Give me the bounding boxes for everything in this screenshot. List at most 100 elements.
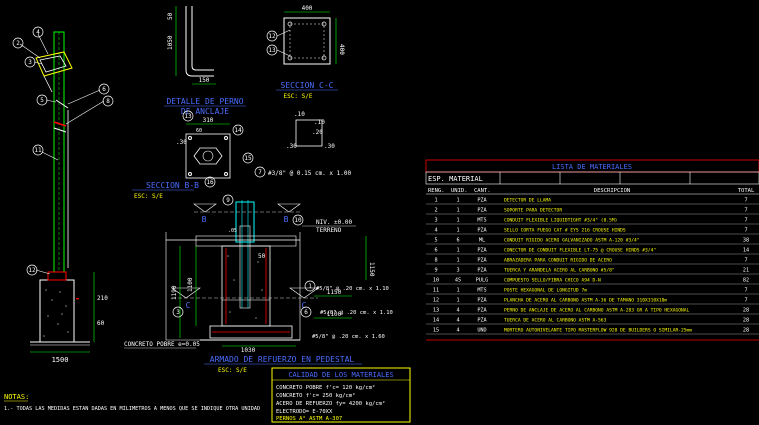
table-cell: 28: [743, 328, 749, 334]
table-cell: 45: [455, 278, 461, 284]
table-cell: 1: [456, 298, 459, 304]
table-cell: 7: [744, 288, 747, 294]
section-mark-c2: C: [302, 301, 307, 310]
table-cell: 3: [456, 268, 459, 274]
table-cell: PULG: [476, 278, 489, 284]
quality-line-4: ELECTRODO= E-70XX: [276, 409, 333, 415]
seccion-c-scale: ESC: S/E: [284, 93, 313, 100]
perno-title-1: DETALLE DE PERNO: [166, 97, 243, 106]
table-cell: POSTE HEXAGONAL DE LONGITUD 7m: [504, 288, 587, 294]
callout-11: 11: [34, 147, 42, 154]
table-cell: 28: [743, 308, 749, 314]
notes: NOTAS: 1.- TODAS LAS MEDIDAS ESTAN DADAS…: [4, 393, 260, 412]
callout-16-bb: 16: [206, 179, 214, 186]
dim-1030: 1030: [241, 347, 256, 354]
pedestal-scale: ESC: S/E: [218, 367, 247, 374]
table-cell: 7: [744, 228, 747, 234]
table-cell: 6: [434, 248, 437, 254]
dim-50b: 50: [258, 253, 266, 260]
table-cell: PZA: [477, 258, 487, 264]
perno-title-2: DE ANCLAJE: [181, 107, 229, 116]
table-cell: 4: [456, 308, 459, 314]
table-cell: PZA: [477, 308, 487, 314]
table-cell: 1: [434, 198, 437, 204]
materials-title: LISTA DE MATERIALES: [552, 163, 632, 171]
table-cell: 6: [456, 238, 459, 244]
table-cell: CONDUIT RIGIDO ACERO GALVANIZADO ASTM A-…: [504, 238, 640, 244]
table-cell: PZA: [477, 198, 487, 204]
dim-210: 210: [97, 295, 108, 302]
esp-material-label: ESP. MATERIAL: [428, 175, 483, 183]
section-mark-c1: C: [186, 301, 191, 310]
table-cell: PZA: [477, 318, 487, 324]
table-cell: SOPORTE PARA DETECTOR: [504, 208, 562, 214]
callout-7-bb: 7: [258, 169, 262, 176]
table-cell: TUERCA Y ARANDELA ACERO AL CARBONO #5/8": [504, 268, 615, 274]
col-descripcion: DESCRIPCION: [594, 188, 630, 194]
callout-6: 6: [102, 86, 106, 93]
terreno-label: TERRENO: [316, 227, 342, 234]
table-cell: 1: [456, 288, 459, 294]
table-cell: 28: [743, 318, 749, 324]
dim-50: 50: [167, 12, 174, 20]
table-cell: 14: [433, 318, 439, 324]
table-cell: 4: [456, 328, 459, 334]
table-cell: SELLO CORTA FUEGO CAT # EYS 216 CROUSE H…: [504, 228, 626, 234]
table-cell: 5: [434, 238, 437, 244]
table-cell: PZA: [477, 298, 487, 304]
callout-14-bb: 14: [234, 127, 242, 134]
callout-12-plate: 12: [268, 33, 276, 40]
quality-box: CALIDAD DE LOS MATERIALES CONCRETO POBRE…: [271, 367, 411, 423]
perno-detail: 50 1050 150 DETALLE DE PERNO DE ANCLAJE: [164, 6, 246, 116]
table-cell: 7: [744, 218, 747, 224]
callout-circles: 2 4 3 5 11 6 8 12: [12, 26, 114, 276]
table-cell: 7: [744, 258, 747, 264]
callout-3-ped: 3: [176, 309, 180, 316]
dim-30-bb: .30: [176, 139, 187, 146]
table-cell: 4: [434, 228, 437, 234]
dim-400-side: 400: [338, 44, 345, 55]
table-cell: 15: [433, 328, 439, 334]
section-mark-b1: B: [202, 215, 207, 224]
table-cell: PZA: [477, 228, 487, 234]
table-cell: PZA: [477, 208, 487, 214]
quality-title: CALIDAD DE LOS MATERIALES: [288, 371, 393, 379]
callout-5: 5: [40, 97, 44, 104]
callout-10-ped: 10: [294, 217, 302, 224]
rebar-note-2: #5/8" @ .20 cm. x 1.10: [316, 286, 389, 292]
table-cell: MTS: [477, 288, 486, 294]
callout-9-ped: 9: [226, 197, 230, 204]
table-cell: 14: [743, 248, 749, 254]
dim-1150b: 1150: [368, 262, 375, 277]
dim-150: 150: [199, 77, 210, 84]
svg-text:▬: ▬: [76, 296, 79, 302]
callout-13-plate: 13: [268, 47, 276, 54]
dim-10b: .10: [314, 119, 325, 126]
table-cell: MTS: [477, 218, 486, 224]
callout-8: 8: [106, 98, 110, 105]
table-cell: MORTERO AUTONIVELANTE TIPO MASTERFLOW 92…: [504, 328, 692, 334]
callout-1-ped: 1: [308, 283, 312, 290]
plate-top-view: 400 400 12 13 SECCION C-C ESC: S/E: [266, 5, 345, 100]
table-cell: 1: [456, 208, 459, 214]
dim-05: .05: [228, 228, 237, 234]
table-cell: 1: [456, 218, 459, 224]
seccion-b-title: SECCION B-B: [146, 181, 199, 190]
table-cell: 13: [433, 308, 439, 314]
col-unid: UNID.: [451, 188, 468, 194]
table-cell: CONDUIT FLEXIBLE LIQUIDTIGHT #3/4" (0.5M…: [504, 218, 617, 224]
table-cell: 38: [743, 238, 749, 244]
seccion-b-scale: ESC: S/E: [134, 193, 163, 200]
dim-1150: 1150: [327, 289, 342, 296]
table-cell: COMPUESTO SELLO/FIBRA CHICO A94 D-N: [504, 278, 601, 284]
table-cell: 2: [434, 208, 437, 214]
dim-60: 60: [97, 320, 105, 327]
callout-6-ped: 6: [304, 309, 308, 316]
rebar-note-4: #5/8" @ .20 cm. x 1.60: [312, 334, 385, 340]
notes-title: NOTAS:: [4, 393, 29, 401]
table-cell: ML: [479, 238, 485, 244]
table-cell: 12: [433, 298, 439, 304]
dim-20: .20: [312, 129, 323, 136]
table-cell: PZA: [477, 268, 487, 274]
quality-line-5: PERNOS A° ASTM A-307: [276, 416, 342, 422]
